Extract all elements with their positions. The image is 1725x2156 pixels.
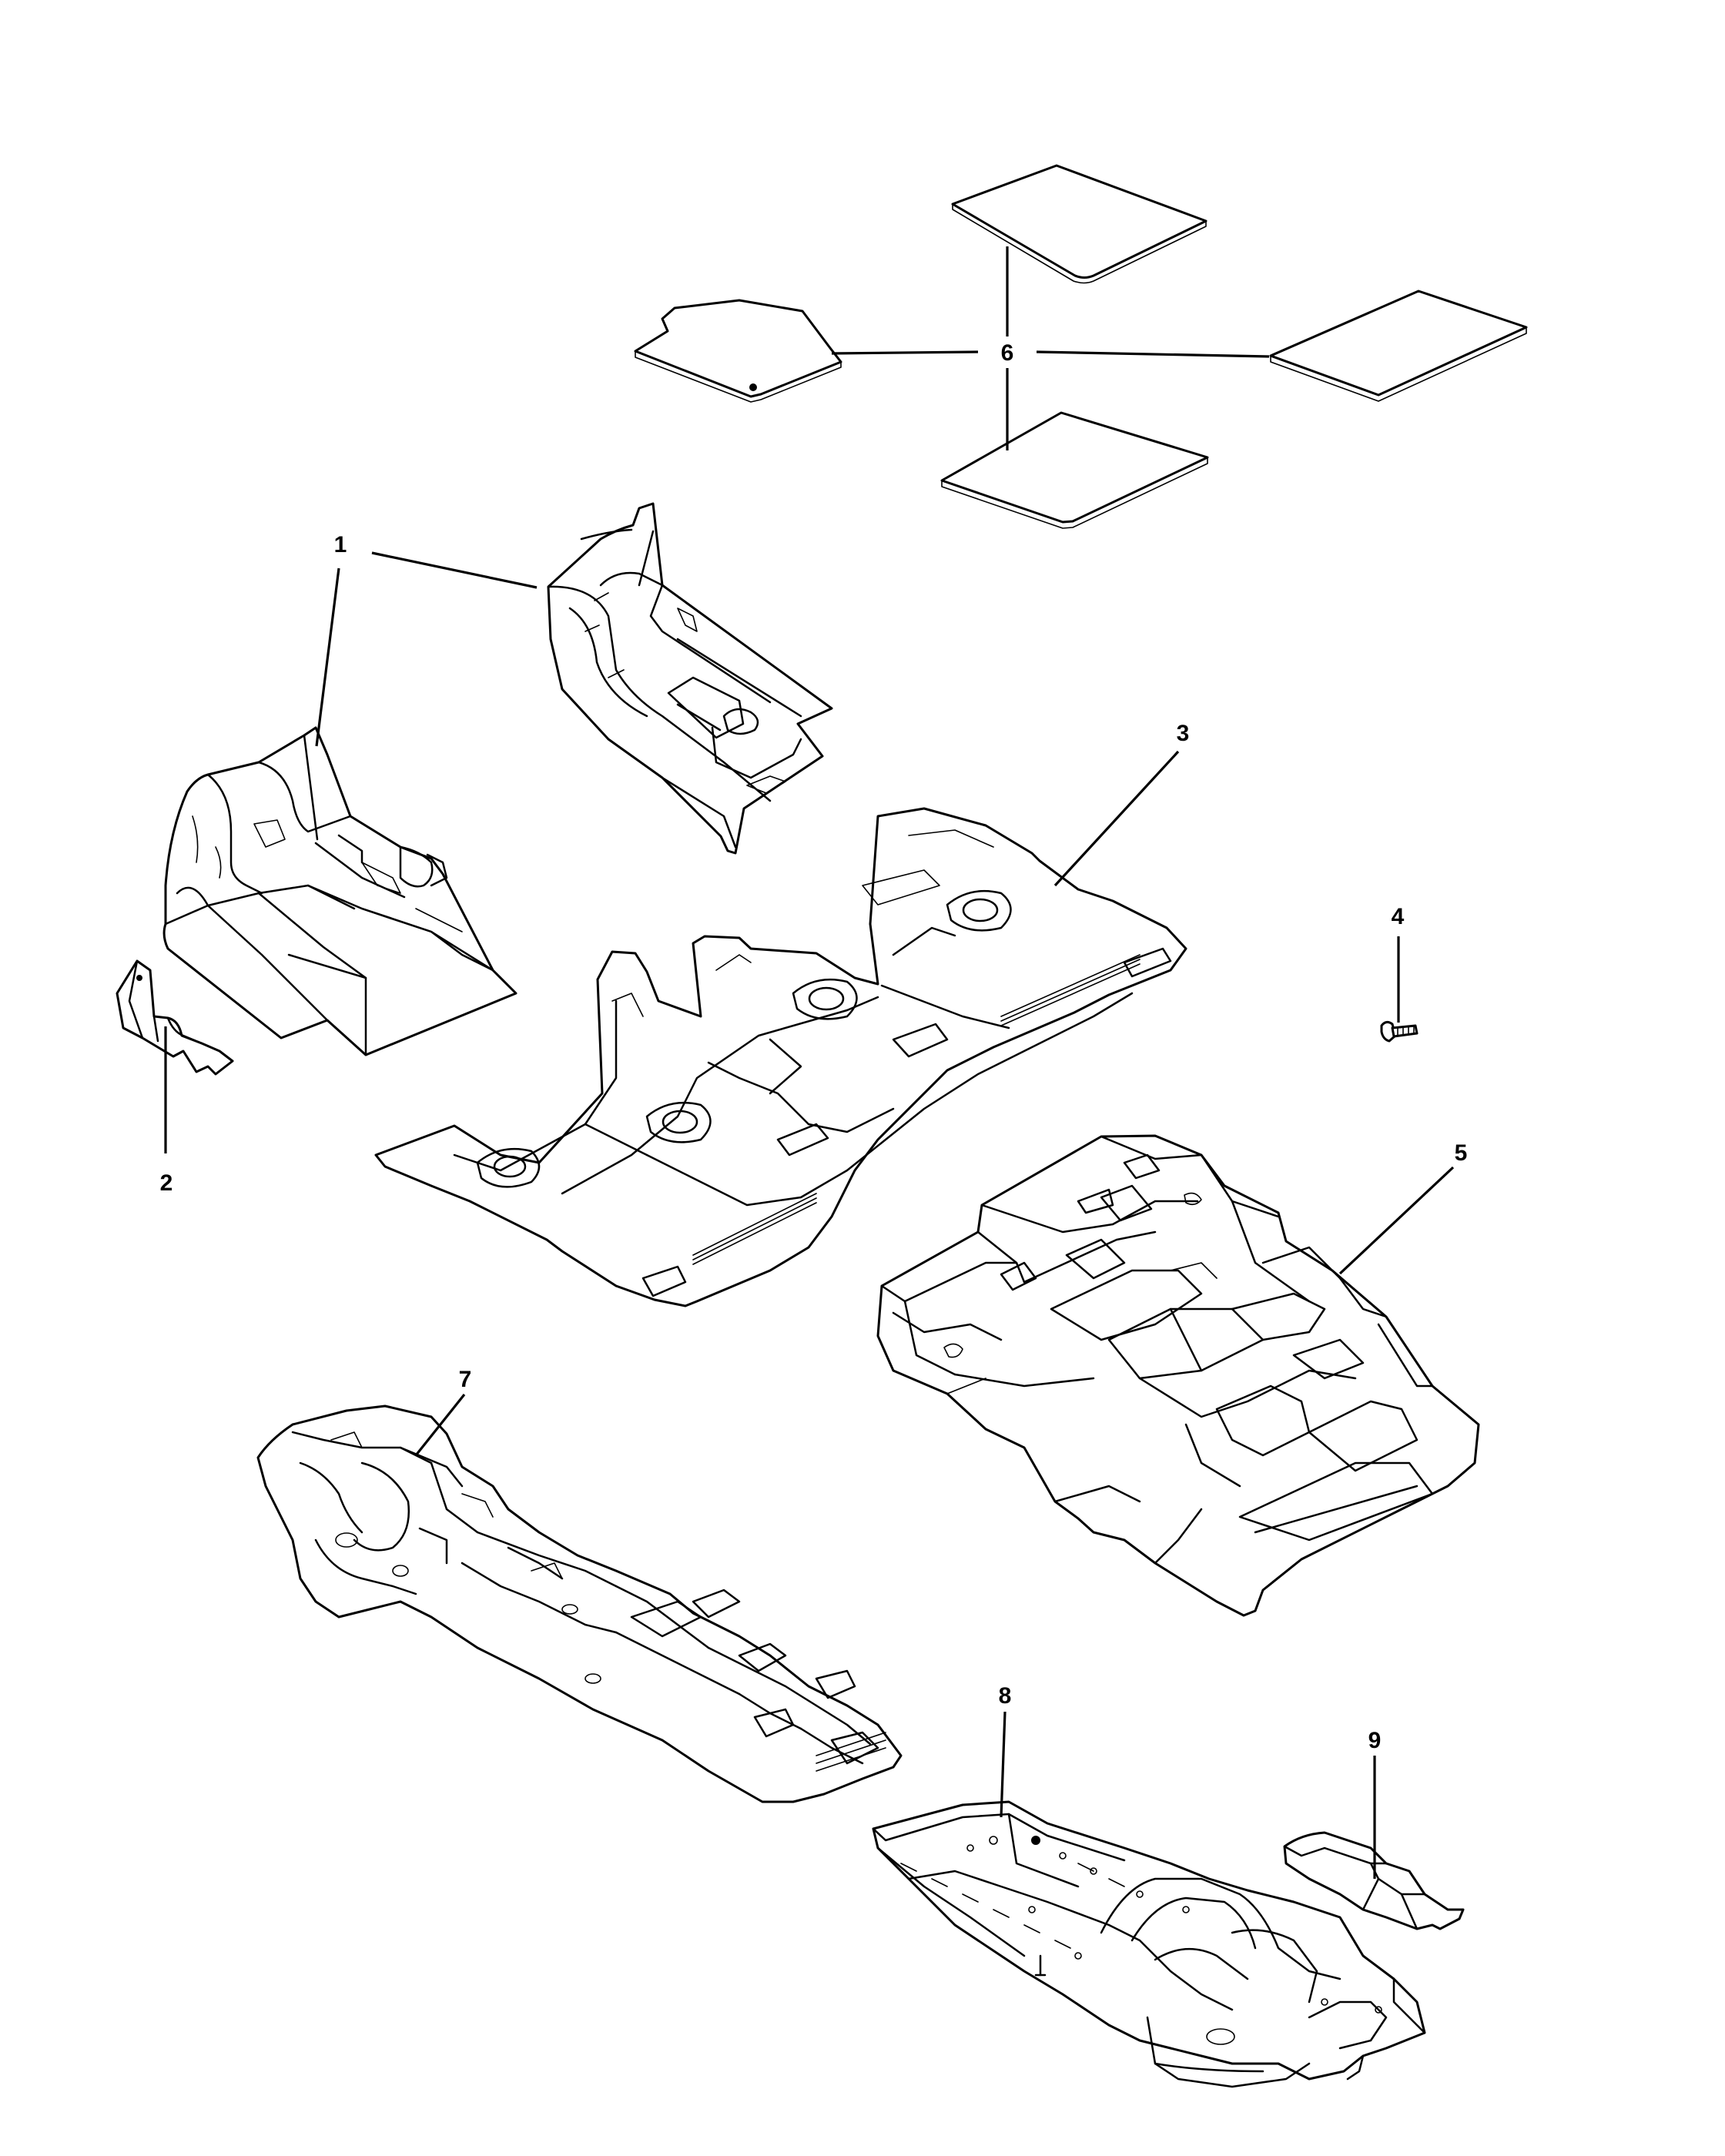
floor-mat-bottom xyxy=(940,411,1209,529)
part-5-rear-carpet xyxy=(876,1134,1480,1617)
part-4-push-pin xyxy=(1380,1020,1419,1043)
part-1-carpet-upper xyxy=(547,502,833,855)
leader-6-right xyxy=(1036,350,1270,358)
callout-4: 4 xyxy=(1392,904,1405,929)
leader-6-left xyxy=(831,350,979,355)
callout-9: 9 xyxy=(1368,1728,1382,1753)
callout-8: 8 xyxy=(999,1683,1012,1709)
leader-3 xyxy=(1053,750,1180,887)
leader-1-lower xyxy=(315,567,340,747)
leader-lines xyxy=(164,246,1455,1879)
floor-mat-right xyxy=(1269,290,1528,402)
leader-5 xyxy=(1338,1166,1455,1275)
callout-1-upper: 1 xyxy=(334,532,347,557)
callout-5: 5 xyxy=(1455,1140,1468,1166)
floor-mat-left xyxy=(634,299,842,403)
leader-7 xyxy=(414,1394,466,1456)
part-2-spacer xyxy=(116,959,234,1076)
leader-8 xyxy=(1000,1711,1007,1818)
callout-labels: 1 2 3 4 5 6 7 8 9 xyxy=(160,340,1468,1753)
part-1-carpet-lower xyxy=(162,726,518,1056)
floor-mat-top xyxy=(951,164,1208,284)
callout-6: 6 xyxy=(1001,340,1014,366)
callout-3: 3 xyxy=(1177,721,1190,746)
part-9-small-shield xyxy=(1283,1831,1465,1930)
callout-2: 2 xyxy=(160,1170,173,1196)
callout-7: 7 xyxy=(459,1367,472,1392)
part-8-underbody-pan xyxy=(872,1800,1426,2088)
part-3-floor-silencer xyxy=(374,807,1187,1307)
leader-1-upper xyxy=(371,551,538,589)
part-6-floor-mats xyxy=(634,164,1528,529)
part-7-long-silencer xyxy=(256,1404,903,1803)
